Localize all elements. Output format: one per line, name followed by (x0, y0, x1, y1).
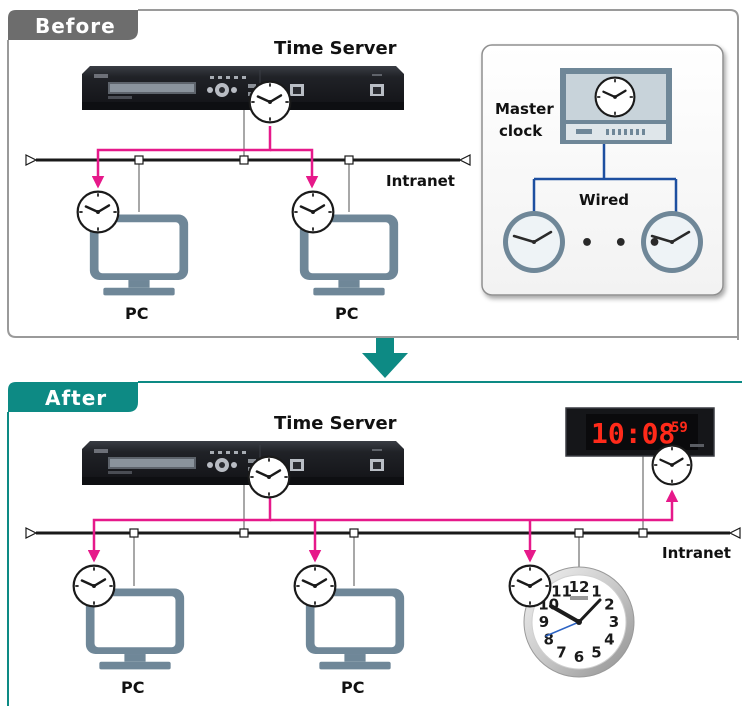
digital-clock-icon: 10:08 59 (565, 407, 715, 457)
down-arrow-icon (362, 338, 408, 378)
clock-icon (293, 564, 337, 608)
legacy-system-inset: Master clock Wired • • • (481, 44, 724, 296)
wall-clock-numeral: 4 (604, 631, 614, 649)
digital-clock-seconds: 59 (671, 420, 688, 436)
digital-clock-time: 10:08 (591, 417, 675, 450)
time-server-icon (82, 66, 404, 110)
clock-icon (503, 211, 565, 273)
pc-label: PC (341, 678, 364, 697)
clock-icon (247, 455, 291, 499)
sync-arrow (87, 498, 272, 563)
sync-arrow (91, 126, 272, 189)
wall-clock-numeral: 3 (609, 613, 619, 631)
pc-label: PC (121, 678, 144, 697)
ellipsis-label: • • • (580, 231, 668, 256)
wall-clock-numeral: 7 (556, 643, 566, 661)
wall-clock-numeral: 12 (569, 578, 590, 596)
pc-label: PC (335, 304, 358, 323)
clock-icon (508, 564, 552, 608)
wall-clock-numeral: 11 (551, 583, 572, 601)
master-clock-icon (560, 68, 672, 144)
after-label: After (45, 386, 107, 410)
wall-clock-numeral: 1 (591, 583, 601, 601)
before-section: Before Time Server PC PC Intranet (7, 9, 739, 340)
wall-clock-numeral: 6 (574, 648, 584, 666)
wall-clock-numeral: 9 (539, 613, 549, 631)
wall-clock-numeral: 8 (543, 631, 553, 649)
pc-label: PC (125, 304, 148, 323)
after-section: After Time Server PC PC Intranet (7, 381, 742, 706)
after-time-server-title: Time Server (274, 413, 397, 434)
clock-icon (72, 564, 116, 608)
wired-label: Wired (579, 191, 629, 209)
time-server-icon (82, 441, 404, 485)
wired-line (532, 144, 678, 212)
after-tab (8, 382, 138, 412)
sync-arrow (270, 148, 319, 189)
sync-arrow (270, 489, 679, 522)
clock-icon (76, 190, 120, 234)
after-intranet-label: Intranet (662, 544, 731, 562)
master-clock-label: clock (499, 122, 543, 140)
clock-icon (248, 80, 292, 124)
master-clock-label: Master (495, 100, 554, 118)
before-time-server-title: Time Server (274, 38, 397, 59)
wall-clock-numeral: 2 (604, 596, 614, 614)
clock-icon (291, 190, 335, 234)
wall-clock-numeral: 5 (591, 643, 601, 661)
clock-icon (651, 444, 693, 486)
before-tab (8, 10, 138, 40)
before-label: Before (35, 14, 116, 38)
clock-icon (641, 211, 703, 273)
before-intranet-label: Intranet (386, 172, 455, 190)
